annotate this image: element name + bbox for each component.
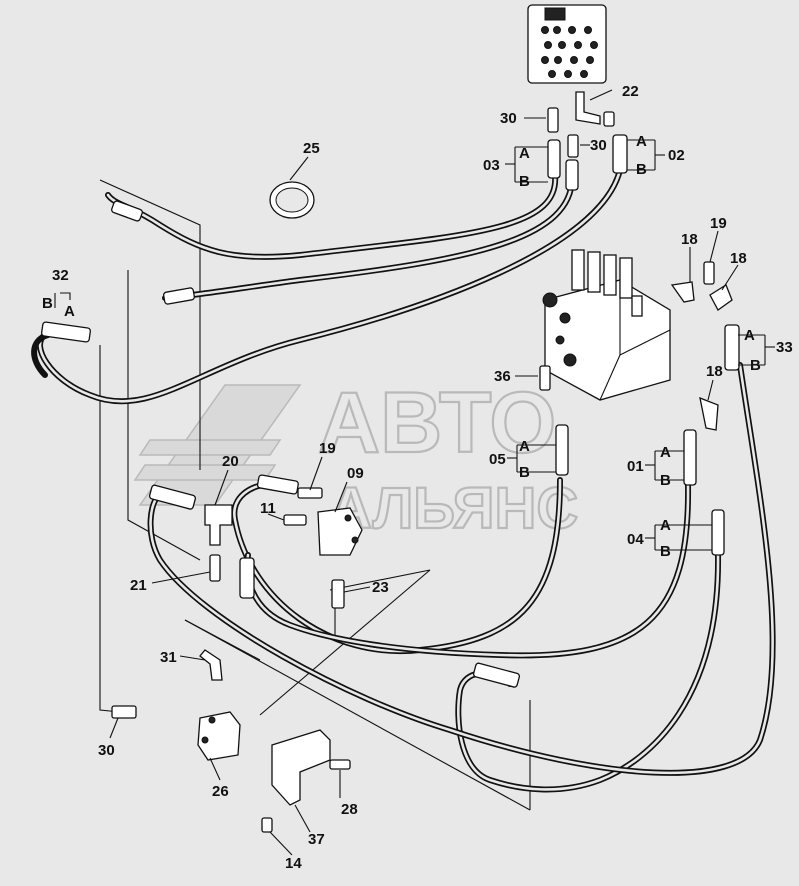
callout-26: 26 xyxy=(212,783,229,800)
watermark-logo xyxy=(133,384,302,506)
watermark-line2: АЛЬЯНС xyxy=(330,476,578,541)
callout-04: 04 xyxy=(627,531,644,548)
callout-18-left: 18 xyxy=(681,231,698,248)
callout-28: 28 xyxy=(341,801,358,818)
callout-33-a: A xyxy=(744,327,755,344)
callout-18-right: 18 xyxy=(730,250,747,267)
callout-02: 02 xyxy=(668,147,685,164)
callout-02-b: B xyxy=(636,161,647,178)
callout-01: 01 xyxy=(627,458,644,475)
callout-32: 32 xyxy=(52,267,69,284)
watermark-line1: АВТО xyxy=(318,375,556,471)
control-valve xyxy=(542,249,671,401)
callout-01-b: B xyxy=(660,472,671,489)
callout-30-mid: 30 xyxy=(590,137,607,154)
callout-05-b: B xyxy=(519,464,530,481)
leader-lines xyxy=(54,89,775,856)
pilot-valve xyxy=(527,4,607,84)
callout-25: 25 xyxy=(303,140,320,157)
callout-20: 20 xyxy=(222,453,239,470)
callout-19-top: 19 xyxy=(710,215,727,232)
callout-22: 22 xyxy=(622,83,639,100)
callout-03: 03 xyxy=(483,157,500,174)
small-fittings xyxy=(111,91,733,833)
callout-01-a: A xyxy=(660,444,671,461)
callout-31: 31 xyxy=(160,649,177,666)
callout-21: 21 xyxy=(130,577,147,594)
callout-30-top: 30 xyxy=(500,110,517,127)
callout-03-b: B xyxy=(519,173,530,190)
callout-02-a: A xyxy=(636,133,647,150)
callout-14: 14 xyxy=(285,855,302,872)
callout-32-b: B xyxy=(42,295,53,312)
callout-19-lower: 19 xyxy=(319,440,336,457)
callout-03-a: A xyxy=(519,145,530,162)
callout-23: 23 xyxy=(372,579,389,596)
reference-lines xyxy=(99,179,531,811)
callout-04-a: A xyxy=(660,517,671,534)
callout-09: 09 xyxy=(347,465,364,482)
hoses xyxy=(31,167,776,793)
callout-33: 33 xyxy=(776,339,793,356)
callout-04-b: B xyxy=(660,543,671,560)
pilot-valve-ports xyxy=(541,26,598,78)
callout-labels: 22 30 30 03 A B 02 A B 25 32 B A 18 19 1… xyxy=(42,83,793,872)
callout-36: 36 xyxy=(494,368,511,385)
callout-05: 05 xyxy=(489,451,506,468)
callout-11: 11 xyxy=(260,500,276,517)
callout-37: 37 xyxy=(308,831,325,848)
hose-fittings xyxy=(40,134,740,688)
callout-05-a: A xyxy=(519,438,530,455)
callout-33-b: B xyxy=(750,357,761,374)
callout-18-lower: 18 xyxy=(706,363,723,380)
callout-32-a: A xyxy=(64,303,75,320)
callout-30-lower: 30 xyxy=(98,742,115,759)
